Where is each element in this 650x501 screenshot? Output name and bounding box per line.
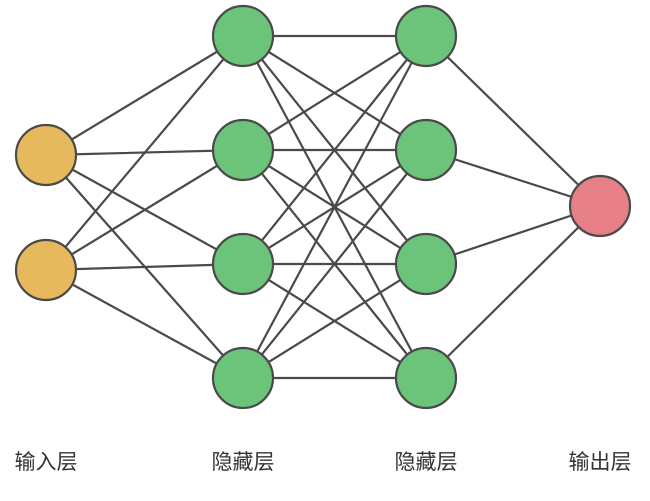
edge-hidden1-4-to-hidden2-1 (241, 34, 428, 380)
neurons (14, 4, 632, 410)
label-hidden-layer-1: 隐藏层 (211, 450, 275, 474)
edge-input-2-to-hidden1-2 (44, 148, 245, 272)
hidden2-neuron-4 (394, 346, 458, 410)
edge-hidden2-1-to-output-1 (424, 34, 602, 208)
hidden1-neuron-2 (211, 118, 275, 182)
input-neuron-1 (14, 123, 78, 187)
edge-hidden1-4-to-hidden2-3 (241, 262, 428, 380)
input-neuron-2 (14, 238, 78, 302)
edge-hidden1-4-to-hidden2-2 (241, 148, 428, 380)
label-output-layer: 输出层 (568, 450, 632, 474)
hidden2-neuron-2 (394, 118, 458, 182)
label-hidden-layer-2: 隐藏层 (394, 450, 458, 474)
hidden2-neuron-3 (394, 232, 458, 296)
hidden1-neuron-4 (211, 346, 275, 410)
label-input-layer: 输入层 (14, 450, 78, 474)
output-neuron-1 (568, 174, 632, 238)
edge-input-2-to-hidden1-3 (44, 262, 245, 272)
edge-input-2-to-hidden1-1 (44, 34, 245, 272)
edge-input-1-to-hidden1-1 (44, 34, 245, 157)
hidden1-neuron-1 (211, 4, 275, 68)
edge-hidden1-3-to-hidden2-1 (241, 34, 428, 266)
hidden1-neuron-3 (211, 232, 275, 296)
connections (44, 34, 602, 380)
hidden2-neuron-1 (394, 4, 458, 68)
edge-input-2-to-hidden1-4 (44, 268, 245, 380)
edge-hidden1-2-to-hidden2-1 (241, 34, 428, 152)
edge-hidden2-4-to-output-1 (424, 204, 602, 380)
